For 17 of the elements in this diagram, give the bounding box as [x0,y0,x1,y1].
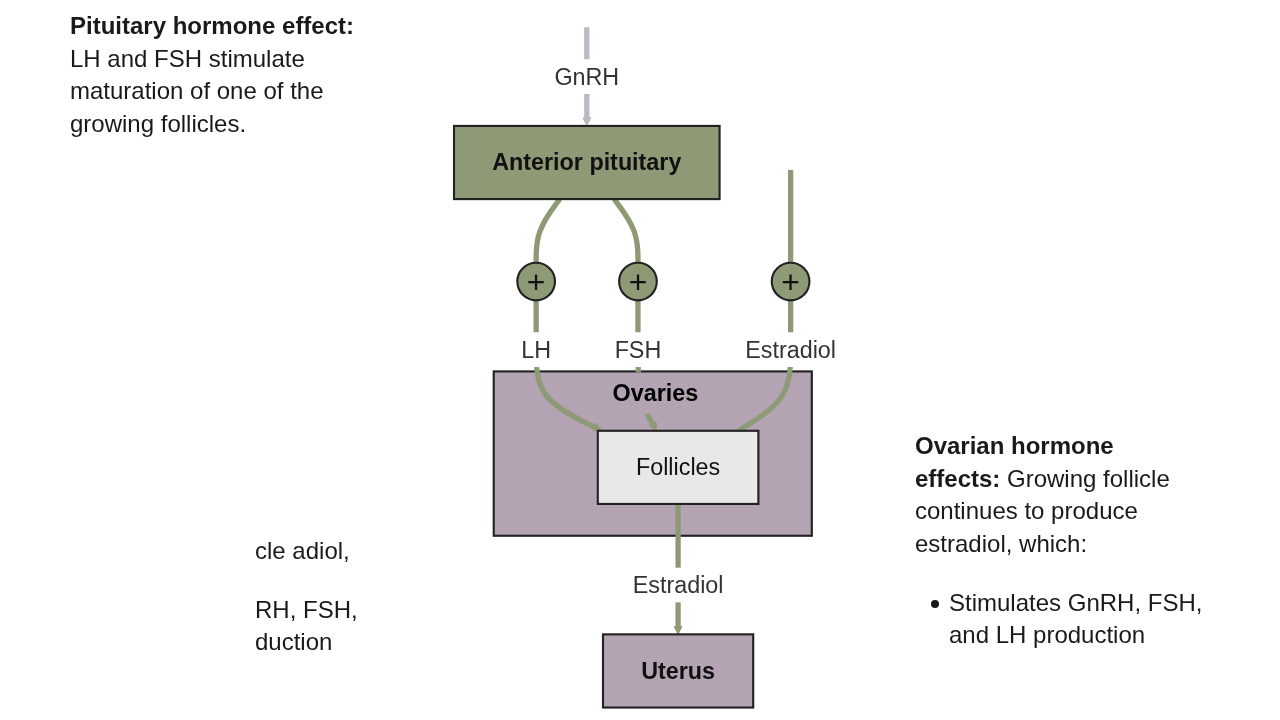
connector [787,169,794,263]
note-text: Ovarian hormone effects: Growing follicle continues to produce estradiol, which: [915,431,1171,559]
note-text: cle adiol, [255,536,351,566]
node-box: Anterior pituitary [452,124,721,201]
edge-label: Estradiol [632,571,724,599]
edge-label: GnRH [554,63,620,90]
edge-label: FSH [614,336,662,363]
node-circle: + [618,261,658,302]
note-text: Pituitary hormone effect: LH and FSH stimulate maturation of one of the growing follicles. [70,11,356,139]
edge-label: Estradiol [745,336,836,363]
node-box: Follicles [596,429,760,505]
bullet-text: Stimulates GnRH, FSH, and LH production [949,587,1204,651]
node-box: Uterus [601,633,755,709]
edge-label: LH [521,336,552,363]
note-text: RH, FSH, duction [255,594,359,658]
node-circle: + [516,261,557,302]
node-circle: + [770,261,811,302]
